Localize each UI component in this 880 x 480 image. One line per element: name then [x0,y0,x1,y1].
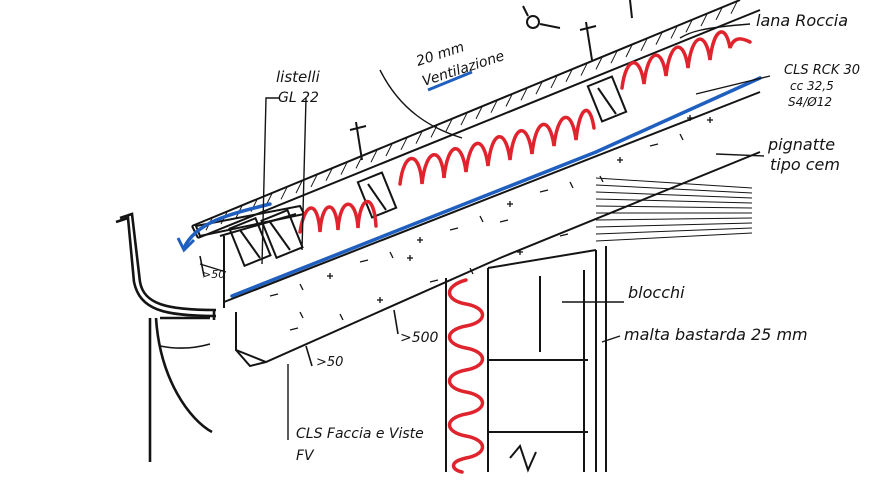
concrete-mark [299,283,304,291]
tile-hatch-line [340,162,348,175]
concrete-mark [679,133,684,141]
tile-hatch-line [535,81,543,95]
concrete-mark [559,233,569,237]
concrete-mark [289,327,299,331]
insulation-wall [447,278,485,474]
leader-lines [199,23,771,440]
pignatte-hatch-line [595,184,753,194]
ventilation-arrow [182,202,272,250]
battens [228,75,628,268]
tile-hooks [349,0,633,161]
tile-hatch-line [310,174,318,188]
pignatte-hatch-line [595,227,753,235]
pignatte-hatch-line [595,217,753,221]
concrete-mark [339,313,344,321]
label-fv: FV [296,448,315,464]
tile-hatch-line [325,168,333,181]
label-gt500: >500 [400,330,439,346]
pignatte-hatch-line [595,222,753,228]
pignatte-hatch-line [595,205,753,209]
concrete-mark [269,293,279,297]
waterproof-membrane [230,76,762,298]
tile-hatch-line [640,38,648,52]
tile-hatch-line [595,57,603,70]
tile-hatch-line [445,119,453,132]
concrete-mark [299,311,304,319]
insulation-roof-middle [398,108,596,186]
tile-hatch-line [715,7,723,21]
tile-hatch-line [400,137,408,151]
tile-hatch-line [520,88,528,101]
pignatte-hatching [595,177,753,242]
concrete-mark [649,143,659,147]
concrete-mark [429,279,439,283]
tile-hatch-line [550,75,558,89]
label-mortar: malta bastarda 25 mm [624,325,808,344]
tile-hatch-line [610,50,618,64]
label-cls-rebar: S4/Ø12 [788,95,832,109]
ridge-hook-icon [522,5,561,29]
concrete-mark [359,259,369,263]
label-battens-size: GL 22 [278,90,319,106]
ventilation-underline [427,70,473,92]
tile-hatch-line [730,1,738,14]
tile-hatch-line [685,20,693,33]
pignatte-hatch-line [595,191,753,199]
tile-hatch-line [460,112,468,126]
concrete-texture [269,115,713,331]
downpipe [159,343,211,349]
pignatte-hatch-line [595,232,753,242]
concrete-mark [449,227,459,231]
label-cls-rck: CLS RCK 30 [784,63,860,78]
label-lana-roccia: lana Roccia [756,11,848,30]
gutter [115,212,217,462]
tile-hatch-line [700,13,708,27]
tile-hatch-line [415,131,423,144]
pignatte-hatch-line [595,177,753,189]
label-cls-facciavista: CLS Faccia e Viste [296,426,424,442]
tile-hatch-line [280,187,288,200]
label-battens: listelli [276,68,321,86]
concrete-mark [389,251,394,259]
label-blocks: blocchi [628,283,685,302]
label-gt50-top: >50 [202,268,225,281]
concrete-mark [479,215,484,223]
concrete-mark [539,189,549,193]
tile-hatching [205,1,738,231]
tile-hatch-line [505,94,513,107]
concrete-mark [469,267,474,275]
concrete-mark [569,181,574,189]
tile-hatch-line [580,63,588,76]
wall [445,246,607,473]
dimension-ticks [199,255,399,367]
concrete-mark [599,175,604,183]
ventilation-arrowhead-icon [176,237,196,253]
pignatte-hatch-line [595,198,753,204]
tile-hatch-line [670,26,678,39]
label-pignatte: pignatte [767,135,835,154]
tile-hatch-line [370,149,378,163]
tile-hatch-line [565,69,573,82]
concrete-mark [499,219,509,223]
tile-hatch-line [655,32,663,45]
insulation-roof-top [620,30,752,90]
label-pignatte-type: tipo cem [770,155,840,174]
tile-hatch-line [490,100,498,113]
tile-hatch-line [475,106,483,120]
tile-hatch-line [295,180,303,194]
tile-hatch-line [625,44,633,58]
tile-hatch-line [385,143,393,157]
label-cls-cement: cc 32,5 [790,79,834,93]
label-gt50-bottom: >50 [316,355,343,370]
insulation-roof-upper [298,199,378,234]
